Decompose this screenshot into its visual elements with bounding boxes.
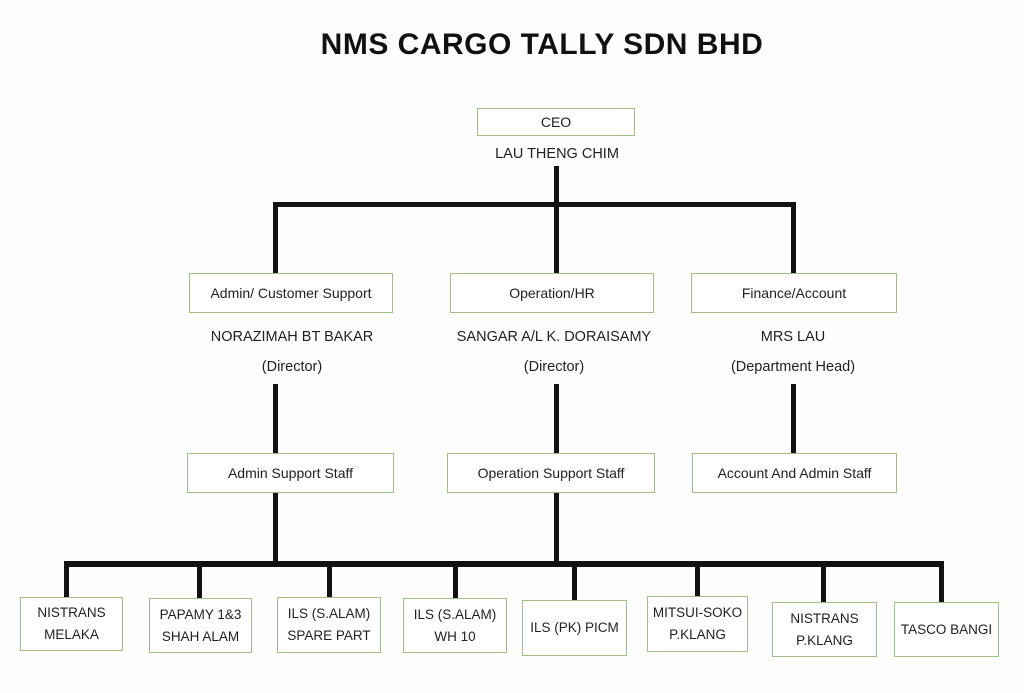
- location-line2: MELAKA: [44, 627, 99, 642]
- location-box-ils-spare-part: ILS (S.ALAM) SPARE PART: [277, 597, 381, 653]
- connector-drop-location-8: [939, 561, 944, 603]
- staff-box-label: Account And Admin Staff: [717, 464, 872, 481]
- dept-box-label: Operation/HR: [509, 284, 595, 301]
- connector-drop-location-2: [197, 561, 202, 599]
- connector-operation-to-bus: [554, 493, 559, 563]
- dept-box-operation-hr: Operation/HR: [450, 273, 654, 313]
- location-box-tasco-bangi: TASCO BANGI: [894, 602, 999, 657]
- dept-box-label: Admin/ Customer Support: [210, 284, 372, 301]
- location-line2: SPARE PART: [287, 628, 371, 643]
- dept-head-role: (Department Head): [730, 359, 856, 375]
- dept-box-finance-account: Finance/Account: [691, 273, 897, 313]
- staff-box-operation-support: Operation Support Staff: [447, 453, 655, 493]
- staff-box-label: Admin Support Staff: [227, 464, 354, 481]
- dept-head-name: MRS LAU: [760, 329, 826, 345]
- location-line1: MITSUI-SOKO: [652, 605, 743, 620]
- connector-drop-location-4: [453, 561, 458, 599]
- location-line1: ILS (S.ALAM): [413, 606, 497, 622]
- location-line2: WH 10: [434, 628, 476, 644]
- location-box-mitsui-soko: MITSUI-SOKO P.KLANG: [647, 596, 748, 652]
- staff-box-account-admin: Account And Admin Staff: [692, 453, 897, 493]
- location-box-ils-pk-picm: ILS (PK) PICM: [522, 600, 627, 656]
- connector-drop-finance: [791, 202, 796, 273]
- connector-drop-location-6: [695, 561, 700, 597]
- location-box-nistrans-melaka: NISTRANS MELAKA: [20, 597, 123, 651]
- location-box-ils-wh10: ILS (S.ALAM) WH 10: [403, 598, 507, 653]
- ceo-box-label: CEO: [540, 113, 572, 130]
- ceo-name: LAU THENG CHIM: [495, 146, 619, 162]
- location-line1: NISTRANS: [37, 605, 106, 620]
- location-line1: TASCO BANGI: [900, 621, 993, 637]
- connector-bus-horizontal: [64, 561, 944, 567]
- dept-head-name: NORAZIMAH BT BAKAR: [210, 329, 374, 345]
- connector-finance-staff: [791, 384, 796, 453]
- dept-head-name: SANGAR A/L K. DORAISAMY: [456, 329, 652, 345]
- location-line2: P.KLANG: [669, 627, 726, 642]
- location-box-nistrans-pklang: NISTRANS P.KLANG: [772, 602, 877, 657]
- location-line1: NISTRANS: [790, 610, 859, 626]
- connector-drop-location-3: [327, 561, 332, 599]
- connector-drop-location-7: [821, 561, 826, 603]
- connector-drop-location-5: [572, 561, 577, 601]
- dept-head-role: (Director): [523, 359, 585, 375]
- connector-top-horizontal: [273, 202, 796, 207]
- dept-head-role: (Director): [261, 359, 323, 375]
- location-line2: SHAH ALAM: [161, 628, 240, 644]
- location-line1: ILS (PK) PICM: [530, 620, 619, 635]
- location-line1: ILS (S.ALAM): [287, 606, 371, 621]
- connector-operation-staff: [554, 384, 559, 453]
- connector-drop-admin: [273, 202, 278, 273]
- dept-box-label: Finance/Account: [741, 284, 847, 301]
- connector-drop-operation: [554, 202, 559, 273]
- page-title: NMS CARGO TALLY SDN BHD: [320, 28, 764, 61]
- dept-box-admin-customer-support: Admin/ Customer Support: [189, 273, 393, 313]
- connector-admin-staff: [273, 384, 278, 453]
- connector-admin-to-bus: [273, 493, 278, 563]
- staff-box-admin-support: Admin Support Staff: [187, 453, 394, 493]
- connector-drop-location-1: [64, 561, 69, 599]
- location-line1: PAPAMY 1&3: [159, 606, 242, 622]
- location-line2: P.KLANG: [796, 632, 853, 648]
- location-box-papamy-shah-alam: PAPAMY 1&3 SHAH ALAM: [149, 598, 252, 653]
- ceo-box: CEO: [477, 108, 635, 136]
- connector-ceo-drop: [554, 166, 559, 206]
- staff-box-label: Operation Support Staff: [477, 464, 625, 481]
